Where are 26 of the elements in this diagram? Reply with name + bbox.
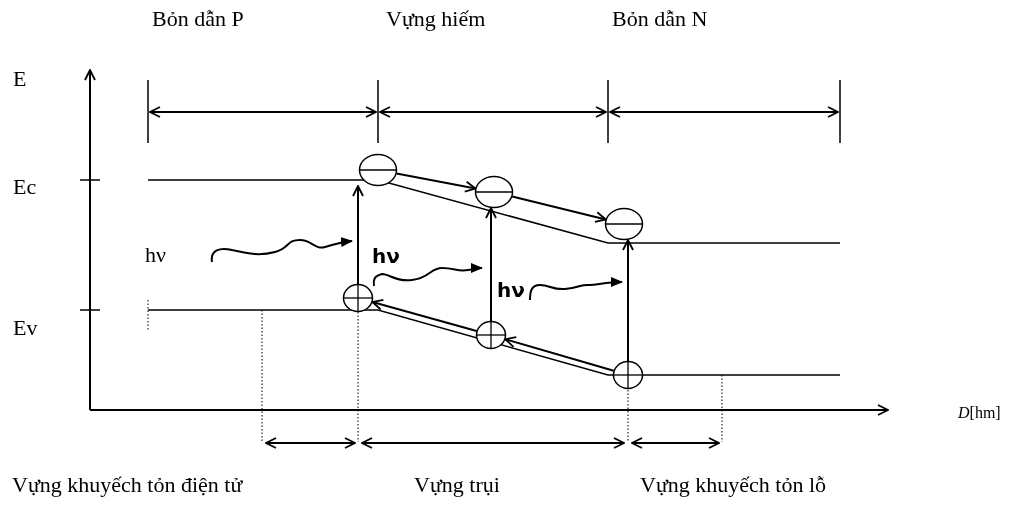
arrow — [352, 185, 364, 285]
region-label: Bỏn dẫn N — [612, 8, 708, 30]
axis-label: E — [13, 68, 27, 90]
hole-symbol — [342, 283, 374, 313]
electron-symbol — [604, 207, 644, 241]
band-label: Ev — [13, 317, 38, 339]
region-label: Bỏn dẫn P — [152, 8, 244, 30]
arrow — [371, 298, 478, 332]
hole-symbol — [475, 320, 507, 350]
arrow — [511, 195, 607, 223]
hole-symbol — [612, 360, 644, 390]
arrow — [622, 239, 634, 362]
arrow — [395, 172, 477, 193]
arrow — [504, 336, 615, 372]
electron-symbol — [358, 153, 398, 187]
arrow — [485, 207, 497, 322]
region-label: Vựng trụi — [414, 474, 500, 496]
region-label: Vựng hiếm — [386, 8, 486, 30]
photon-label: hν — [372, 246, 400, 266]
band-label: Ec — [13, 176, 37, 198]
region-label: Vựng khuyếch tỏn điện tử — [12, 474, 243, 496]
photon-label: hν — [145, 244, 166, 266]
electron-symbol — [474, 175, 514, 209]
region-label: Vựng khuyếch tỏn lỗ — [640, 474, 827, 496]
axis-label: D[hm] — [958, 405, 1001, 421]
photon-label: hν — [497, 280, 525, 300]
